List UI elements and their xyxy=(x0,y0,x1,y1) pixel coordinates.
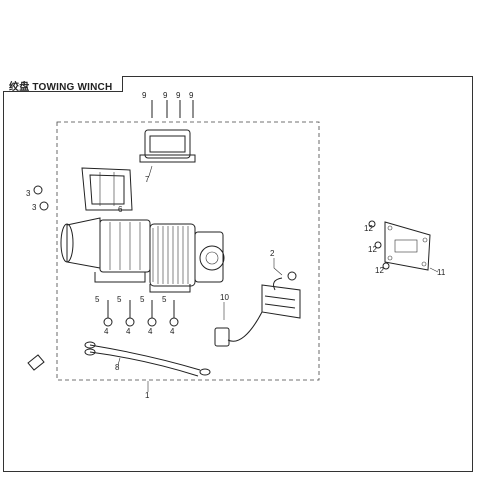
winch-assembly xyxy=(60,217,225,293)
callout-label: 10 xyxy=(220,293,229,302)
callout-label: 4 xyxy=(104,327,109,336)
switch-box xyxy=(214,271,301,347)
callout-label: 12 xyxy=(368,245,377,254)
orientation-arrow xyxy=(27,354,45,371)
bolts xyxy=(103,300,179,327)
callout-label: 9 xyxy=(176,91,181,100)
side-bolts xyxy=(33,185,49,211)
mount-bracket xyxy=(81,167,133,211)
power-cables xyxy=(84,341,211,377)
callout-label: 1 xyxy=(145,391,150,400)
callout-label: 9 xyxy=(189,91,194,100)
callout-label: 4 xyxy=(148,327,153,336)
callout-label: 2 xyxy=(270,249,275,258)
callout-label: 7 xyxy=(145,175,150,184)
callout-label: 12 xyxy=(375,266,384,275)
contactor xyxy=(139,129,196,163)
callout-label: 12 xyxy=(364,224,373,233)
callout-label: 11 xyxy=(437,268,446,277)
callout-label: 6 xyxy=(118,205,123,214)
callout-label: 4 xyxy=(126,327,131,336)
title-box xyxy=(3,76,123,92)
callout-label: 8 xyxy=(115,363,120,372)
diagram-title: 绞盘 TOWING WINCH xyxy=(9,82,113,93)
callout-label: 5 xyxy=(140,295,145,304)
callout-label: 3 xyxy=(26,189,31,198)
drawing-frame xyxy=(3,76,473,472)
callout-label: 5 xyxy=(117,295,122,304)
callout-label: 3 xyxy=(32,203,37,212)
assembly-boundary xyxy=(56,121,320,381)
callout-label: 9 xyxy=(142,91,147,100)
plate-bolts xyxy=(368,220,390,270)
callout-label: 4 xyxy=(170,327,175,336)
callout-label: 9 xyxy=(163,91,168,100)
mounting-plate xyxy=(384,221,431,271)
callout-label: 5 xyxy=(162,295,167,304)
callout-label: 5 xyxy=(95,295,100,304)
top-bolts xyxy=(151,100,194,118)
